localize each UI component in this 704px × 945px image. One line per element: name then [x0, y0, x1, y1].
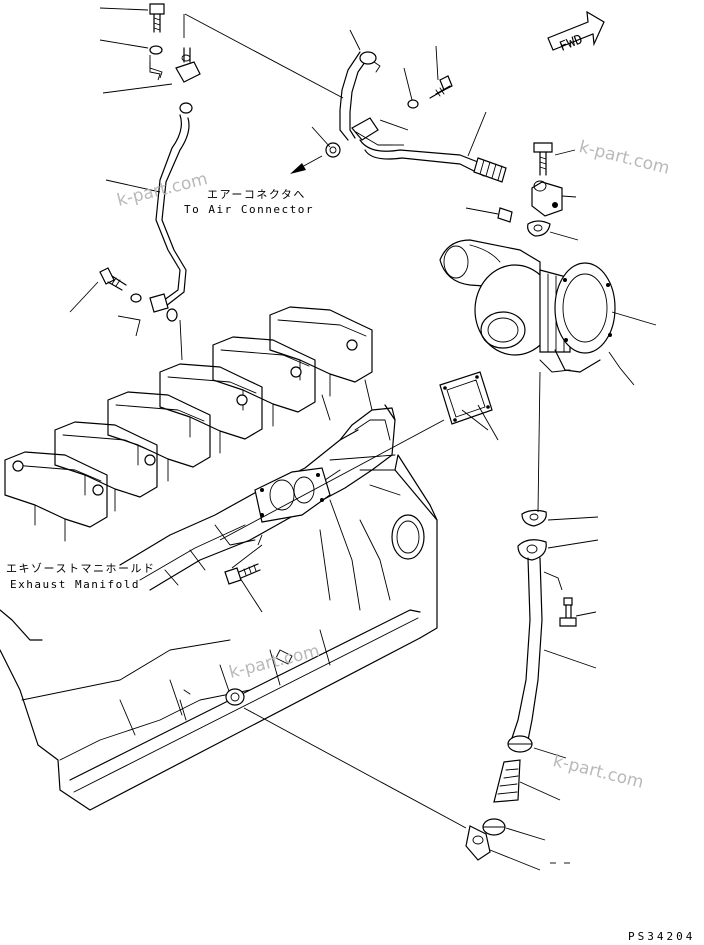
- exhaust-manifold: [119, 379, 396, 591]
- drawing-code: PS34204: [628, 930, 696, 943]
- cylinder-head-4: [107, 391, 211, 482]
- air-tube: [99, 3, 201, 337]
- manifold-bolt: [224, 563, 261, 585]
- bolt-upper-mid: [407, 75, 453, 109]
- exhaust-manifold-label-jp: エキゾーストマニホールド: [6, 562, 156, 575]
- exhaust-manifold-label-en: Exhaust Manifold: [10, 578, 140, 591]
- engine-block: [0, 454, 438, 811]
- air-connector-label-jp: エアーコネクタへ: [207, 188, 306, 201]
- oil-supply-tube: [325, 51, 563, 237]
- fwd-arrow-icon: FWD: [547, 10, 605, 55]
- oil-drain-tube: [465, 509, 577, 861]
- eye-bolt-upper: [533, 142, 553, 176]
- turbo-gasket: [439, 371, 493, 425]
- cylinder-head-1: [269, 306, 373, 397]
- leader-lines: [69, 7, 657, 871]
- cylinder-head-6: [4, 451, 108, 542]
- air-connector-label-en: To Air Connector: [184, 203, 314, 216]
- cylinder-heads: [4, 306, 373, 542]
- turbocharger: [439, 239, 616, 373]
- cylinder-head-3: [159, 363, 263, 454]
- cylinder-head-5: [54, 421, 158, 512]
